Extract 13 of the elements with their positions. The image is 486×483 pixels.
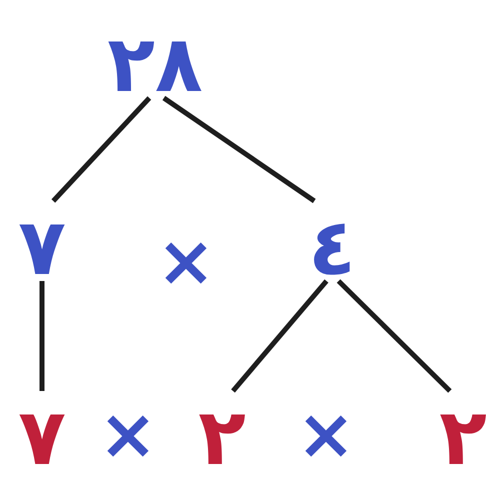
branch-line (51, 96, 152, 203)
number: ٧ (12, 393, 72, 463)
multiplication-sign: × (296, 393, 356, 463)
number: ٤ (302, 203, 362, 273)
number: ٧ (12, 203, 72, 273)
multiplication-sign: × (156, 220, 216, 290)
number: ٢٨ (100, 20, 210, 90)
branch-line (231, 279, 328, 393)
branch-line (40, 281, 44, 391)
multiplication-sign: × (98, 393, 158, 463)
branch-line (336, 279, 452, 393)
number: ٢ (192, 393, 252, 463)
branch-line (162, 96, 316, 204)
